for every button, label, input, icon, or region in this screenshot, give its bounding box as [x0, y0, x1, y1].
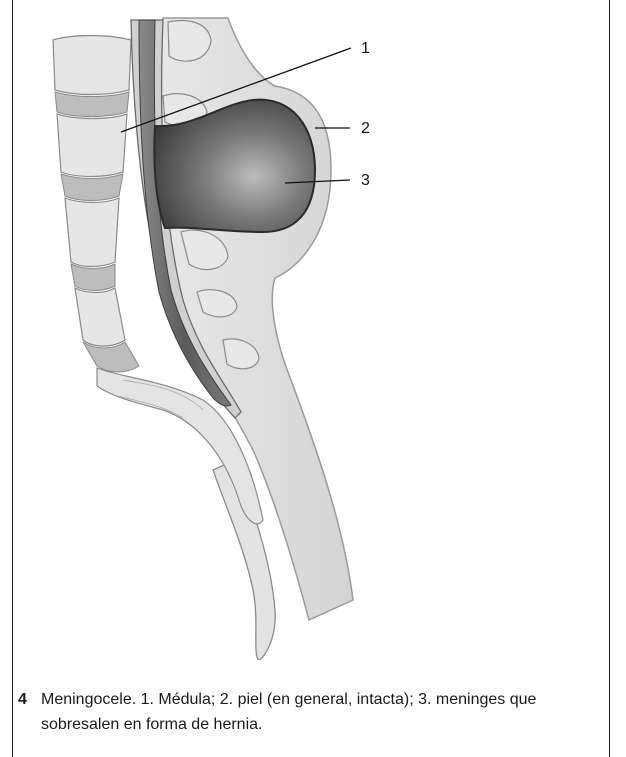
figure-number: 4 [18, 687, 27, 712]
figure-caption-text: Meningocele. 1. Médula; 2. piel (en gene… [41, 691, 536, 733]
label-2: 2 [361, 120, 370, 138]
figure-caption: 4 Meningocele. 1. Médula; 2. piel (en ge… [41, 687, 601, 737]
label-1: 1 [361, 40, 370, 58]
meningocele-illustration [13, 0, 609, 660]
label-3: 3 [361, 172, 370, 190]
frame-right-border [609, 0, 610, 757]
